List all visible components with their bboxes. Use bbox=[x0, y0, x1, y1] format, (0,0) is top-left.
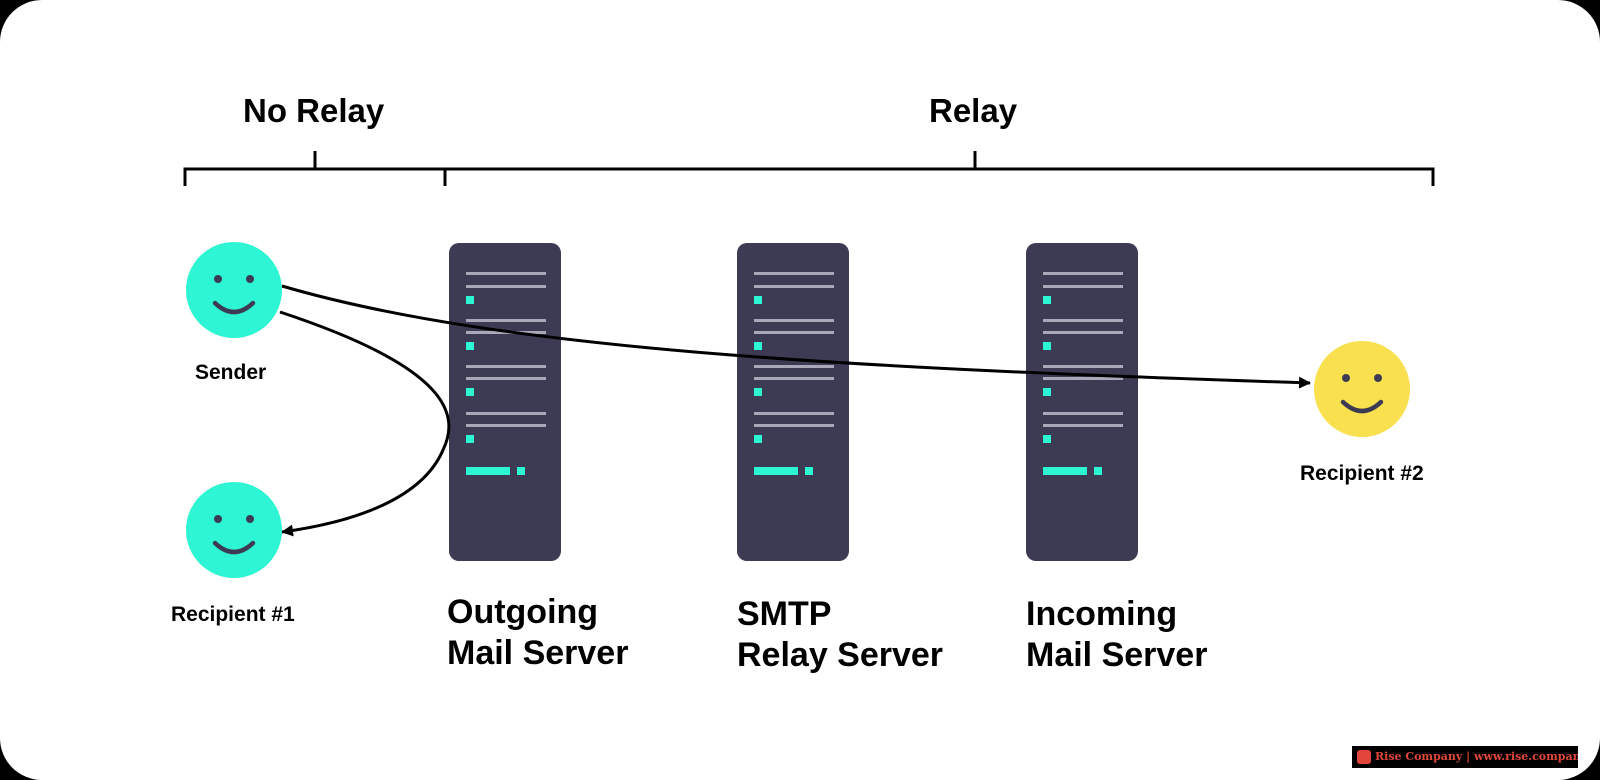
outgoing-server-label-line1: Outgoing bbox=[447, 593, 599, 631]
direct-path-arrow bbox=[279, 310, 451, 537]
smtp-server-label-line1: SMTP bbox=[737, 595, 832, 633]
recipient2-smiley-icon bbox=[1314, 341, 1410, 437]
rise-company-watermark: Rise Company | www.rise.company bbox=[1352, 746, 1578, 768]
outgoing-server-icon bbox=[449, 243, 561, 561]
watermark-company: Rise Company bbox=[1375, 750, 1463, 763]
recipient1-smiley-icon bbox=[186, 482, 282, 578]
watermark-url: www.rise.company bbox=[1473, 750, 1578, 763]
no-relay-label: No Relay bbox=[243, 92, 385, 129]
incoming-server-label-line1: Incoming bbox=[1026, 595, 1178, 633]
relay-bracket bbox=[443, 151, 1435, 186]
incoming-server-label: Incoming Mail Server bbox=[1026, 594, 1207, 676]
incoming-server-label-line2: Mail Server bbox=[1026, 635, 1208, 674]
sender-label: Sender bbox=[195, 361, 267, 384]
no-relay-bracket bbox=[183, 151, 447, 186]
recipient2-label: Recipient #2 bbox=[1300, 462, 1424, 485]
incoming-server-icon bbox=[1026, 243, 1138, 561]
smtp-server-icon bbox=[737, 243, 849, 561]
smtp-server-label: SMTP Relay Server bbox=[737, 594, 943, 676]
watermark-separator: | bbox=[1466, 750, 1471, 763]
relay-label: Relay bbox=[929, 92, 1018, 129]
relay-path-arrow bbox=[281, 284, 1311, 389]
rise-company-logo-icon bbox=[1357, 750, 1371, 764]
smtp-server-label-line2: Relay Server bbox=[737, 635, 944, 674]
outgoing-server-label: Outgoing Mail Server bbox=[447, 592, 628, 674]
sender-smiley-icon bbox=[186, 242, 282, 338]
recipient1-label: Recipient #1 bbox=[171, 603, 295, 626]
outgoing-server-label-line2: Mail Server bbox=[447, 633, 629, 672]
